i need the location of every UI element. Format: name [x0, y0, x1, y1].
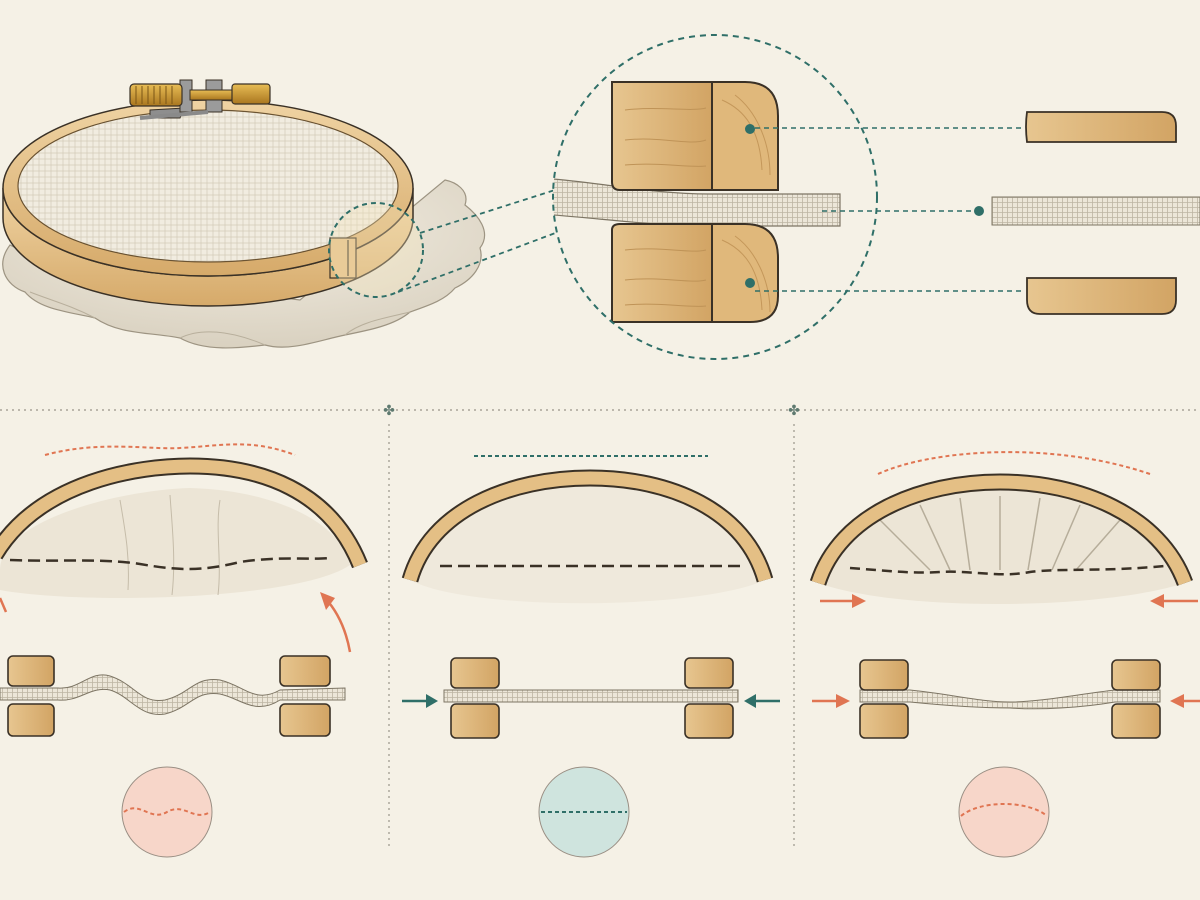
- loose-clamp-right: [279, 655, 331, 737]
- panel-too-tight: [809, 451, 1200, 858]
- arrow-icon: [1170, 694, 1184, 708]
- arrow-icon: [836, 694, 850, 708]
- loose-clamp-left: [7, 655, 55, 737]
- curved-line-badge: [958, 766, 1050, 858]
- even-clamp-left: [450, 657, 500, 739]
- hoop-zoom-marker: [328, 202, 424, 298]
- tight-clamp-left: [859, 659, 909, 739]
- zoom-connector-top: [419, 189, 556, 234]
- arrow-icon: [1150, 594, 1164, 608]
- arrow-icon: [852, 594, 866, 608]
- arrow-icon: [744, 694, 756, 708]
- zoom-connector-bottom: [397, 231, 559, 293]
- zoom-circle-icon: [552, 34, 878, 360]
- inner-ring-block: [611, 81, 779, 191]
- diamond-divider-icon: ✤: [788, 403, 800, 419]
- wavy-line-badge: [121, 766, 213, 858]
- brass-screw-icon: [129, 79, 271, 120]
- tight-clamp-right: [1111, 659, 1161, 739]
- hoop-illustration: [2, 79, 486, 349]
- fabric-strip-icon: [991, 196, 1200, 226]
- panel-just-right: [401, 455, 780, 858]
- inner-ring-profile-icon: [1025, 111, 1177, 143]
- arrow-icon: [320, 592, 335, 610]
- straight-line-badge: [538, 766, 630, 858]
- panel-too-loose: [0, 443, 368, 858]
- outer-ring-profile-icon: [1026, 277, 1177, 315]
- even-clamp-right: [684, 657, 734, 739]
- arrow-icon: [426, 694, 438, 708]
- outer-ring-block: [611, 223, 779, 323]
- diamond-divider-icon: ✤: [383, 403, 395, 419]
- fabric-skirt: [2, 179, 486, 349]
